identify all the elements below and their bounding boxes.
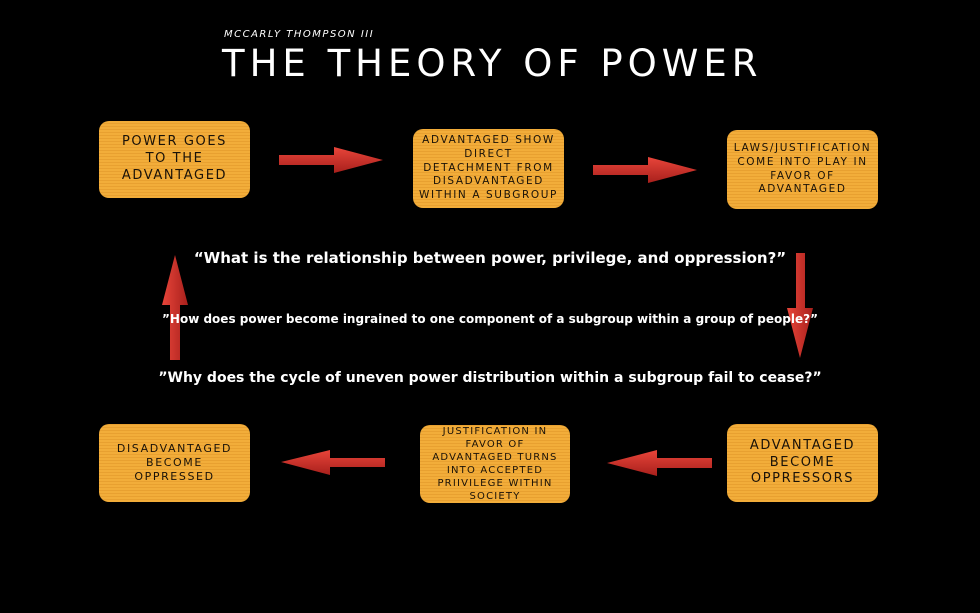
question-3: ”Why does the cycle of uneven power dist… bbox=[158, 370, 822, 386]
box-advantaged-oppressors: ADVANTAGED BECOME OPPRESSORS bbox=[727, 424, 878, 502]
box-text: ADVANTAGED BECOME OPPRESSORS bbox=[749, 437, 856, 487]
arrow-left-1 bbox=[607, 450, 712, 476]
box-text: LAWS/JUSTIFICATION COME INTO PLAY IN FAV… bbox=[733, 142, 872, 196]
box-text: JUSTIFICATION IN FAVOR OF ADVANTAGED TUR… bbox=[432, 426, 558, 502]
box-power-to-advantaged: POWER GOES TO THE ADVANTAGED bbox=[99, 121, 250, 198]
arrow-down bbox=[787, 253, 813, 358]
box-text: ADVANTAGED SHOW DIRECT DETACHMENT FROM D… bbox=[419, 134, 558, 201]
author: MCCARLY THOMPSON III bbox=[224, 29, 375, 40]
box-text: POWER GOES TO THE ADVANTAGED bbox=[121, 134, 228, 183]
box-disadvantaged-oppressed: DISADVANTAGED BECOME OPPRESSED bbox=[99, 424, 250, 502]
box-laws-justification: LAWS/JUSTIFICATION COME INTO PLAY IN FAV… bbox=[727, 130, 878, 209]
box-accepted-privilege: JUSTIFICATION IN FAVOR OF ADVANTAGED TUR… bbox=[420, 425, 570, 503]
arrow-right-1 bbox=[279, 147, 383, 173]
question-2: ”How does power become ingrained to one … bbox=[162, 312, 818, 326]
arrow-left-2 bbox=[281, 450, 385, 475]
arrow-up bbox=[162, 255, 188, 360]
question-1: “What is the relationship between power,… bbox=[193, 249, 787, 267]
box-direct-detachment: ADVANTAGED SHOW DIRECT DETACHMENT FROM D… bbox=[413, 129, 564, 208]
box-text: DISADVANTAGED BECOME OPPRESSED bbox=[116, 441, 233, 484]
arrow-right-2 bbox=[593, 157, 697, 183]
slide-title: THE THEORY OF POWER bbox=[222, 42, 763, 85]
